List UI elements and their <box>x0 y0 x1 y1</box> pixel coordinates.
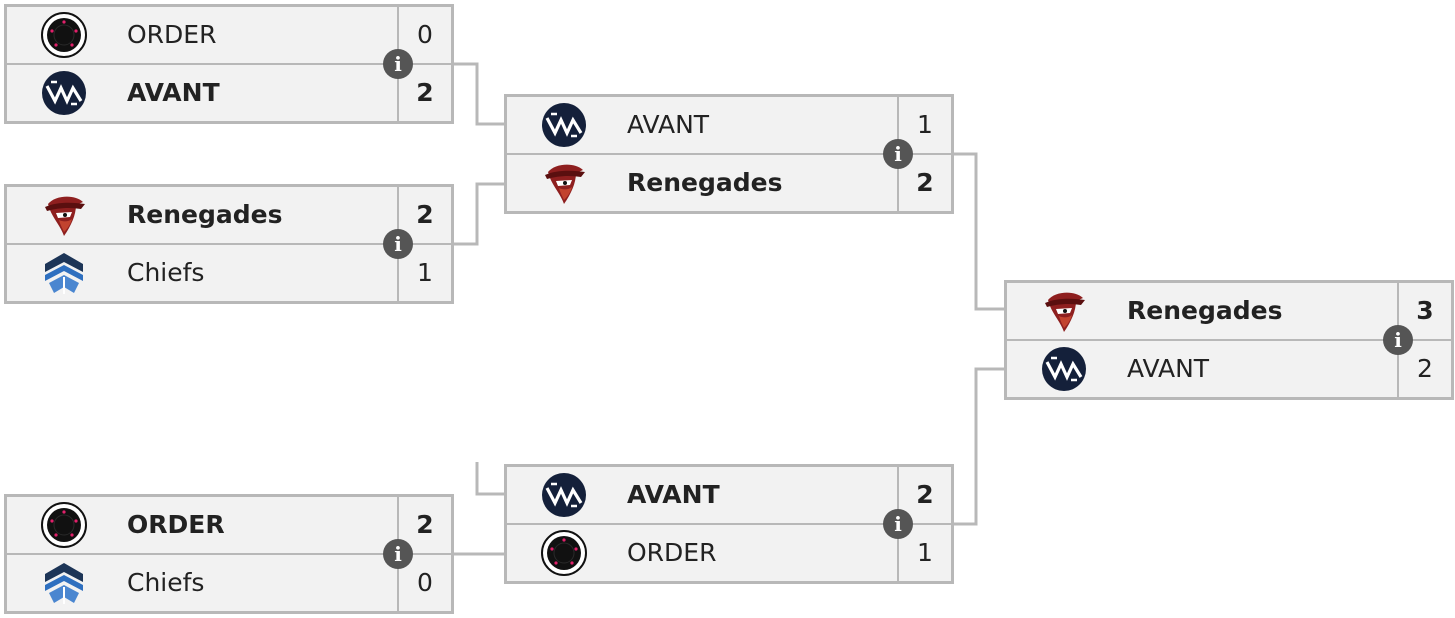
renegades-logo-icon <box>41 192 87 238</box>
team-row[interactable]: Renegades 2 <box>507 155 951 211</box>
team-row[interactable]: AVANT 2 <box>1007 341 1451 397</box>
info-icon[interactable]: i <box>1383 325 1413 355</box>
team-name: AVANT <box>627 480 720 509</box>
info-icon[interactable]: i <box>883 509 913 539</box>
team-name: ORDER <box>127 510 225 539</box>
match-r2-1: AVANT 1 Renegades 2 <box>504 94 954 214</box>
connector-r2m2-to-final <box>950 367 1005 526</box>
team-row[interactable]: ORDER 2 <box>7 497 451 553</box>
team-name: Renegades <box>127 200 283 229</box>
team-name: ORDER <box>627 538 717 567</box>
team-name: AVANT <box>127 78 220 107</box>
match-final: Renegades 3 AVANT 2 <box>1004 280 1454 400</box>
team-name: Renegades <box>1127 296 1283 325</box>
team-row[interactable]: Renegades 2 <box>7 187 451 243</box>
team-row[interactable]: Chiefs 1 <box>7 245 451 301</box>
info-icon[interactable]: i <box>383 539 413 569</box>
avant-logo-icon <box>541 102 587 148</box>
match-r1-3: ORDER 2 Chiefs 0 <box>4 494 454 614</box>
team-name: ORDER <box>127 20 217 49</box>
renegades-logo-icon <box>1041 288 1087 334</box>
team-row[interactable]: ORDER 0 <box>7 7 451 63</box>
avant-logo-icon <box>1041 346 1087 392</box>
team-name: AVANT <box>627 110 710 139</box>
chiefs-logo-icon <box>41 250 87 296</box>
team-name: Chiefs <box>127 258 205 287</box>
connector-r1m1-to-r2m1 <box>450 62 506 126</box>
match-r1-1: ORDER 0 AVANT 2 <box>4 4 454 124</box>
connector-feed-to-r2m2 <box>475 462 506 496</box>
team-row[interactable]: Renegades 3 <box>1007 283 1451 339</box>
connector-r2m1-to-final <box>950 152 1005 311</box>
team-row[interactable]: AVANT 2 <box>507 467 951 523</box>
order-logo-icon <box>541 530 587 576</box>
order-logo-icon <box>41 12 87 58</box>
chiefs-logo-icon <box>41 560 87 606</box>
connector-r1m2-to-r2m1 <box>450 182 506 246</box>
info-icon[interactable]: i <box>383 49 413 79</box>
team-name: AVANT <box>1127 354 1210 383</box>
team-name: Chiefs <box>127 568 205 597</box>
team-score: 0 <box>397 7 451 63</box>
team-name: Renegades <box>627 168 783 197</box>
match-r2-2: AVANT 2 ORDER 1 <box>504 464 954 584</box>
team-row[interactable]: Chiefs 0 <box>7 555 451 611</box>
info-icon[interactable]: i <box>883 139 913 169</box>
team-row[interactable]: AVANT 1 <box>507 97 951 153</box>
team-score: 0 <box>397 555 451 611</box>
renegades-logo-icon <box>541 160 587 206</box>
info-icon[interactable]: i <box>383 229 413 259</box>
match-r1-2: Renegades 2 Chiefs 1 <box>4 184 454 304</box>
avant-logo-icon <box>41 70 87 116</box>
order-logo-icon <box>41 502 87 548</box>
team-row[interactable]: AVANT 2 <box>7 65 451 121</box>
avant-logo-icon <box>541 472 587 518</box>
team-row[interactable]: ORDER 1 <box>507 525 951 581</box>
team-score: 2 <box>1397 341 1451 397</box>
